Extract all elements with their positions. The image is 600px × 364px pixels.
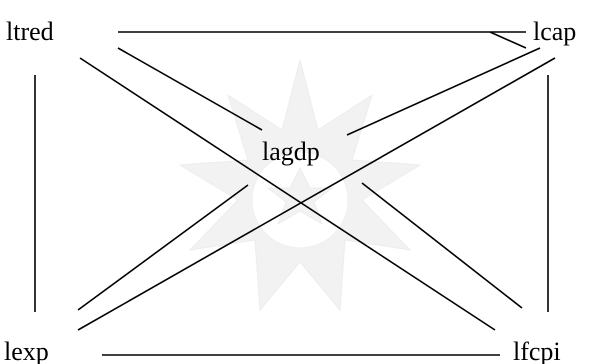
node-label-ltred: ltred <box>6 17 54 46</box>
node-label-lcap: lcap <box>533 17 576 46</box>
node-label-lagdp: lagdp <box>262 137 320 166</box>
edge-ltred-lcap-to-corner <box>490 32 526 48</box>
ornamental-star-watermark <box>180 60 420 310</box>
node-label-lexp: lexp <box>4 337 49 364</box>
edge-ltred-lfcpi <box>80 58 495 330</box>
edge-ltred-lagdp <box>118 48 262 130</box>
edge-lcap-lexp <box>78 58 555 330</box>
node-label-lfcpi: lfcpi <box>513 337 561 364</box>
